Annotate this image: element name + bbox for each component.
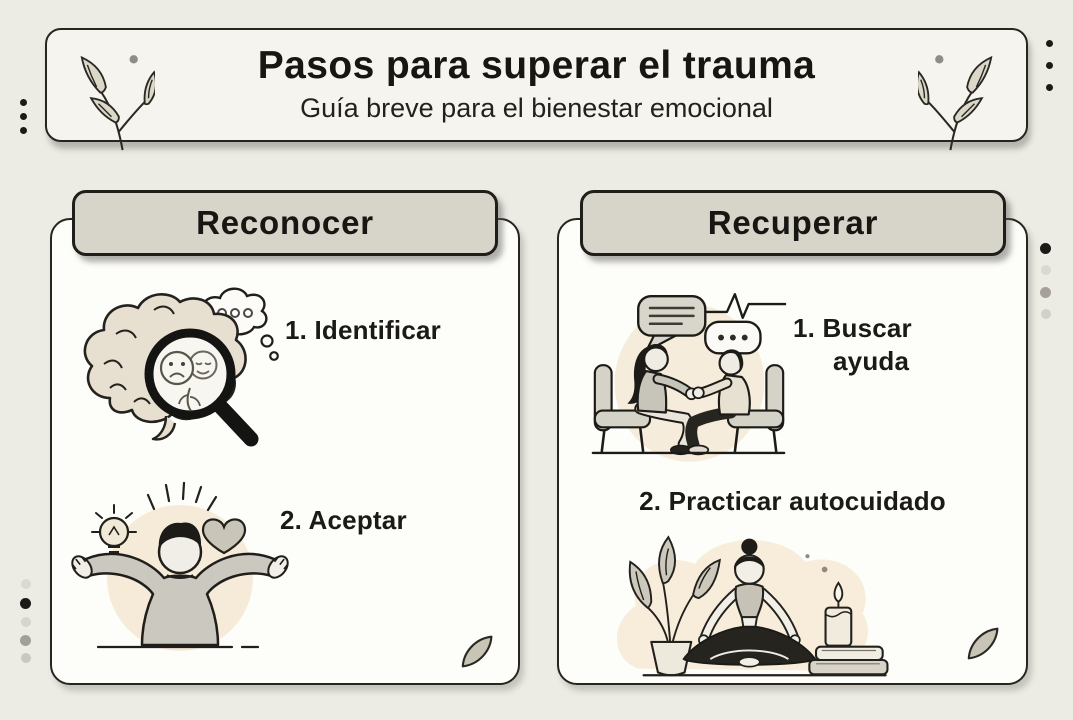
card-title-recuperar: Recuperar bbox=[580, 190, 1006, 256]
card-reconocer: 1. Identificar 2. Aceptar bbox=[50, 218, 520, 685]
meditation-yoga-icon bbox=[616, 535, 889, 677]
decorative-dot bbox=[1041, 265, 1051, 275]
branch-leaves-icon bbox=[80, 55, 155, 151]
card-title-label: Reconocer bbox=[196, 204, 374, 241]
decorative-dot bbox=[20, 113, 27, 120]
decorative-dot bbox=[21, 617, 31, 627]
leaf-icon bbox=[461, 635, 493, 668]
card-title-reconocer: Reconocer bbox=[72, 190, 498, 256]
decorative-dot bbox=[1040, 243, 1051, 254]
open-arms-person-icon bbox=[71, 481, 289, 651]
item-label-aceptar: 2. Aceptar bbox=[280, 505, 407, 535]
card-recuperar: 1. Buscar ayuda 2. Practicar autocuidado bbox=[557, 218, 1028, 685]
item-label-practicar-autocuidado: 2. Practicar autocuidado bbox=[639, 486, 946, 516]
decorative-dot bbox=[20, 635, 31, 646]
decorative-dot bbox=[1046, 84, 1053, 91]
leaf-icon bbox=[967, 627, 999, 660]
card-title-label: Recuperar bbox=[707, 204, 879, 241]
decorative-dot bbox=[1046, 62, 1053, 69]
decorative-dot bbox=[20, 99, 27, 106]
therapy-conversation-icon bbox=[591, 292, 787, 462]
decorative-dot bbox=[1040, 287, 1051, 298]
brain-magnifier-icon bbox=[83, 287, 279, 447]
header-banner: Pasos para superar el trauma Guía breve … bbox=[45, 28, 1028, 151]
item-label-buscar-ayuda: 1. Buscar ayuda bbox=[793, 313, 912, 376]
decorative-dot bbox=[20, 127, 27, 134]
decorative-dot bbox=[20, 598, 31, 609]
decorative-dot bbox=[1046, 40, 1053, 47]
item-label-identificar: 1. Identificar bbox=[285, 315, 441, 345]
decorative-dot bbox=[21, 653, 31, 663]
decorative-dot bbox=[1041, 309, 1051, 319]
page-title: Pasos para superar el trauma bbox=[257, 44, 816, 87]
branch-leaves-icon bbox=[918, 55, 993, 151]
page-subtitle: Guía breve para el bienestar emocional bbox=[300, 93, 773, 123]
decorative-dot bbox=[21, 579, 31, 589]
